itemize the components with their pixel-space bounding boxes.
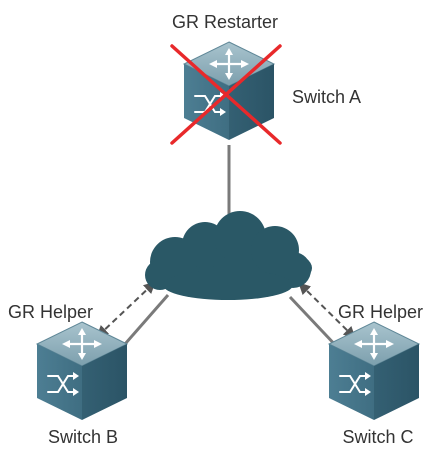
failure-cross-icon [170, 44, 282, 145]
gr-exchange-arrow-c [298, 282, 356, 339]
switch-c-icon [327, 320, 421, 422]
gr-helper-c-label: GR Helper [338, 302, 423, 322]
switch-c-label: Switch C [342, 427, 413, 447]
switch-b-icon [35, 320, 129, 422]
network-cloud-icon [145, 211, 312, 300]
gr-helper-b-label: GR Helper [8, 302, 93, 322]
gr-restarter-label: GR Restarter [172, 12, 278, 32]
gr-exchange-arrow-b [96, 281, 156, 338]
switch-b-label: Switch B [48, 427, 118, 447]
switch-a-label: Switch A [292, 87, 361, 107]
